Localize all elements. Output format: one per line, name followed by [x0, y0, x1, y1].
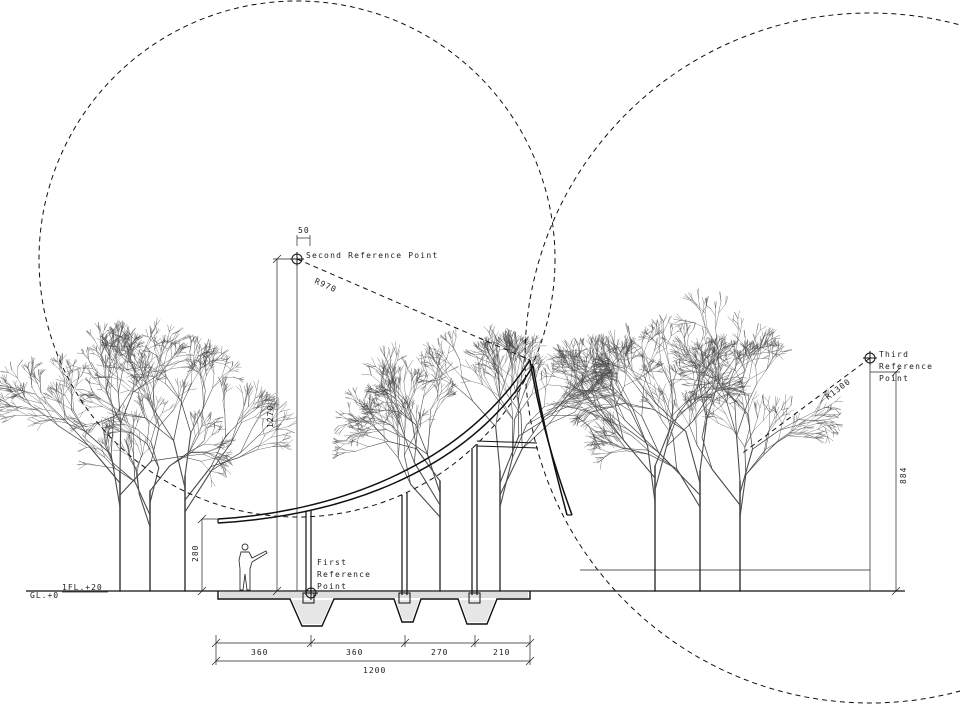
tree-2	[66, 324, 297, 592]
bay-2-dim: 360	[346, 648, 363, 657]
third-reference-label-2: Reference	[879, 362, 933, 371]
tree-4	[331, 341, 459, 592]
radius-line-r1300	[739, 357, 871, 456]
arc-circle-r1300	[524, 12, 960, 704]
human-figure	[238, 543, 268, 591]
dim-text-280: 280	[191, 545, 200, 562]
ground-level-label: GL.+0	[30, 591, 59, 600]
columns	[302, 440, 539, 604]
bay-3-dim: 270	[431, 648, 448, 657]
radius-label-r1300: R1300	[824, 377, 853, 402]
tree-5	[416, 323, 623, 592]
third-reference-label-1: Third	[879, 350, 909, 359]
second-reference-label: Second Reference Point	[306, 251, 438, 260]
radius-line-r970	[296, 258, 531, 361]
radius-label-r970: R970	[313, 277, 338, 295]
first-reference-label-2: Reference	[317, 570, 371, 579]
dim-height-eave: 280	[191, 514, 207, 596]
tree-6	[539, 314, 752, 592]
dim-text-884: 884	[899, 467, 908, 484]
first-reference-label-3: Point	[317, 582, 347, 591]
first-reference-marker	[304, 586, 318, 600]
tree-3	[76, 393, 234, 592]
dim-text-50: 50	[298, 226, 310, 235]
third-reference-label-3: Point	[879, 374, 909, 383]
floor-level-label: 1FL.+20	[62, 583, 103, 592]
column-1	[305, 511, 312, 595]
total-dim: 1200	[363, 666, 386, 675]
third-reference-marker	[863, 351, 877, 365]
trees-layer	[0, 287, 843, 592]
dim-total: 1200	[211, 656, 535, 675]
tree-7	[546, 287, 786, 592]
dim-height-left: 1270	[266, 254, 297, 596]
bay-4-dim: 210	[493, 648, 510, 657]
tie-beam	[476, 440, 539, 449]
dim-height-right: 884	[870, 367, 908, 596]
roof-shell	[217, 359, 573, 524]
foundation	[217, 591, 531, 627]
column-3	[471, 444, 478, 595]
tree-1	[0, 317, 236, 592]
dim-chain-bays: 360 360 270 210	[211, 635, 535, 665]
tree-8	[667, 329, 843, 592]
dim-top-offset: 50	[296, 226, 311, 246]
bay-1-dim: 360	[251, 648, 268, 657]
first-reference-label-1: First	[317, 558, 347, 567]
column-2	[401, 493, 408, 595]
dim-text-1270: 1270	[266, 405, 275, 428]
